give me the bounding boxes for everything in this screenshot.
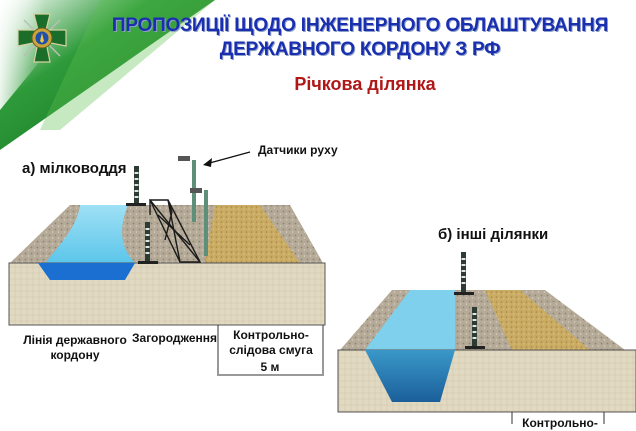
- fence-truss: [148, 199, 202, 263]
- title-line-2: ДЕРЖАВНОГО КОРДОНУ З РФ: [219, 39, 501, 60]
- diagram-a-title: а) мілководдя: [22, 160, 127, 177]
- border-post-b2: [465, 307, 485, 349]
- border-post-1: [126, 166, 146, 206]
- motion-sensor-poles: [178, 156, 208, 256]
- border-line-caption: Лінія державного кордону: [23, 333, 127, 362]
- border-post-b1: [454, 252, 474, 295]
- control-strip-caption: Контрольно-слідова смуга: [229, 328, 313, 357]
- title-line-1: ПРОПОЗИЦІЇ ЩОДО ІНЖЕНЕРНОГО ОБЛАШТУВАННЯ: [111, 15, 609, 36]
- diagram-b-title: б) інші ділянки: [438, 226, 549, 243]
- diagram-a-scene: [8, 151, 326, 376]
- motion-sensors-label: Датчики руху: [258, 143, 338, 157]
- border-post-2: [138, 222, 158, 264]
- page-title: ПРОПОЗИЦІЇ ЩОДО ІНЖЕНЕРНОГО ОБЛАШТУВАННЯ…: [100, 14, 620, 62]
- width-caption: 5 м: [260, 360, 280, 374]
- border-guard-emblem-icon: [17, 13, 67, 63]
- diagram-b-scene: [337, 252, 636, 424]
- fence-caption: Загородження: [132, 331, 218, 345]
- page-subtitle: Річкова ділянка: [294, 74, 436, 94]
